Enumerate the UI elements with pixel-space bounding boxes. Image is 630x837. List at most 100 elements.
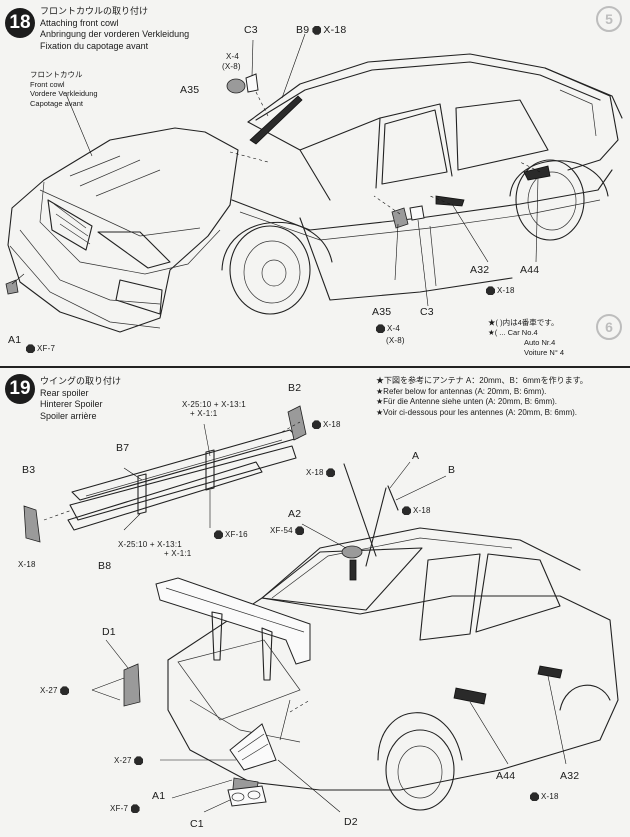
part-d1: D1 [102, 626, 116, 638]
part-c1: C1 [190, 818, 204, 830]
step-19-badge: 19 [5, 374, 35, 404]
step18-car-drawing [5, 33, 623, 333]
part-b9: B9 X-18 [296, 24, 346, 36]
part-b9-text: B9 [296, 24, 310, 36]
step-19-title-de: Hinterer Spoiler [40, 399, 103, 409]
part-xf16-text: XF-16 [225, 530, 248, 539]
part-b7: B7 [116, 442, 130, 454]
car-number-note: ★( )内は4番車です。 ★( ... Car No.4 Auto Nr.4 V… [488, 318, 564, 358]
antenna-b-screw: X-18 [402, 506, 431, 516]
screw-bullet-icon [530, 792, 539, 802]
part-a32-screw-text: X-18 [497, 286, 515, 295]
screw-bullet-icon [376, 324, 385, 334]
step-18-title-en: Attaching front cowl [40, 17, 119, 28]
paint-mix-bottom: X-25:10 + X-13:1 + X-1:1 [118, 540, 191, 558]
screw-bullet-icon [312, 420, 321, 430]
part-d2-screw: X-27 [114, 756, 145, 766]
part-xf16: XF-16 [214, 530, 248, 540]
part-a2-paint-text: XF-54 [270, 526, 293, 535]
page-mark-top-text: 5 [605, 11, 613, 27]
front-cowl-label-jp: フロントカウル [30, 70, 83, 79]
paint-bullet-icon [214, 530, 223, 540]
part-a32-step19-screw: X-18 [530, 792, 559, 802]
part-b2-screw-text: X-18 [323, 420, 341, 429]
paint-mix-top-line1: X-25:10 + X-13:1 [182, 400, 246, 409]
antenna-b-screw-text: X-18 [413, 506, 431, 515]
car-number-note-fr: Voiture N° 4 [524, 348, 565, 357]
part-x8-top: (X-8) [222, 62, 241, 71]
page-mark-mid-text: 6 [605, 319, 613, 335]
paint-mix-bottom-line1: X-25:10 + X-13:1 [118, 540, 182, 549]
page-mark-circle-mid: 6 [596, 314, 622, 340]
antenna-note-jp: ★下図を参考にアンテナ A：20mm、B：6mmを作ります。 [376, 376, 588, 385]
step-19-title-en: Rear spoiler [40, 387, 89, 398]
part-a1-step18-paint-text: XF-7 [37, 344, 56, 353]
part-b3-screw: X-18 [18, 560, 36, 569]
part-a44: A44 [520, 264, 540, 276]
part-x4-bottom: X-4 [376, 324, 401, 334]
part-b9-screw: X-18 [323, 24, 347, 36]
antenna-a-label: A [412, 450, 420, 462]
part-d2-screw-text: X-27 [114, 756, 132, 765]
part-x8-bottom: (X-8) [386, 336, 405, 345]
paint-mix-top: X-25:10 + X-13:1 + X-1:1 [182, 400, 246, 418]
antenna-note-de: ★Für die Antenne siehe unten (A: 20mm, B… [376, 397, 558, 406]
screw-bullet-icon [402, 506, 411, 516]
step19-spoiler-drawing [23, 405, 307, 543]
part-a1-step19-paint: XF-7 [110, 804, 142, 814]
paint-mix-bottom-line2: + X-1:1 [164, 549, 192, 558]
step-18-title-jp: フロントカウルの取り付け [40, 6, 149, 16]
antenna-a-screw: X-18 [306, 468, 337, 478]
step-19-number: 19 [9, 378, 31, 399]
paint-bullet-icon [26, 344, 35, 354]
paint-bullet-icon [130, 804, 140, 814]
car-number-note-de: Auto Nr.4 [524, 338, 556, 347]
antenna-note-fr: ★Voir ci-dessous pour les antennes (A: 2… [376, 407, 578, 417]
part-a1-step18-paint: XF-7 [26, 344, 56, 354]
page-mark-circle-top: 5 [596, 6, 622, 32]
paint-bullet-icon [295, 526, 305, 536]
screw-bullet-icon [60, 686, 70, 696]
part-a32-step19-screw-text: X-18 [541, 792, 559, 801]
step-19-title-fr: Spoiler arrière [40, 410, 97, 421]
part-a35-bottom: A35 [372, 306, 392, 318]
step-18-number: 18 [9, 12, 31, 33]
front-cowl-label-de: Vordere Verkleidung [30, 89, 98, 98]
part-a1-step19-paint-text: XF-7 [110, 804, 129, 813]
part-a2-paint: XF-54 [270, 526, 306, 536]
step-19-title: ウイングの取り付け Rear spoiler Hinterer Spoiler … [40, 376, 121, 422]
paint-mix-top-line2: + X-1:1 [190, 409, 218, 418]
part-a2: A2 [288, 508, 302, 520]
step-18-title-fr: Fixation du capotage avant [40, 40, 149, 51]
antenna-notes: ★下図を参考にアンテナ A：20mm、B：6mmを作ります。 ★Refer be… [376, 376, 588, 418]
part-d1-screw: X-27 [40, 686, 71, 696]
step-18-badge: 18 [5, 8, 35, 38]
screw-bullet-icon [312, 25, 322, 35]
front-cowl-label: フロントカウル Front cowl Vordere Verkleidung C… [30, 70, 98, 108]
step-divider [0, 366, 630, 368]
antenna-a-screw-text: X-18 [306, 468, 324, 477]
part-a1-step18: A1 [8, 334, 22, 346]
part-d2: D2 [344, 816, 358, 828]
step-18-title: フロントカウルの取り付け Attaching front cowl Anbrin… [40, 6, 189, 52]
front-cowl-label-en: Front cowl [30, 79, 65, 89]
part-a35-top: A35 [180, 84, 200, 96]
part-x4-top: X-4 [226, 52, 240, 61]
car-number-note-en: ★( ... Car No.4 [488, 328, 538, 337]
screw-bullet-icon [326, 468, 336, 478]
part-b3: B3 [22, 464, 36, 476]
step-19-title-jp: ウイングの取り付け [40, 376, 122, 386]
part-a32: A32 [470, 264, 490, 276]
part-x4-bottom-text: X-4 [387, 324, 401, 333]
part-b8: B8 [98, 560, 112, 572]
part-a44-step19: A44 [496, 770, 516, 782]
part-c3-top: C3 [244, 24, 258, 36]
screw-bullet-icon [134, 756, 144, 766]
screw-bullet-icon [486, 286, 495, 296]
step19-car-drawing [91, 461, 619, 813]
front-cowl-label-fr: Capotage avant [30, 98, 83, 108]
antenna-note-en: ★Refer below for antennas (A: 20mm, B: 6… [376, 386, 547, 396]
part-a32-step19: A32 [560, 770, 580, 782]
